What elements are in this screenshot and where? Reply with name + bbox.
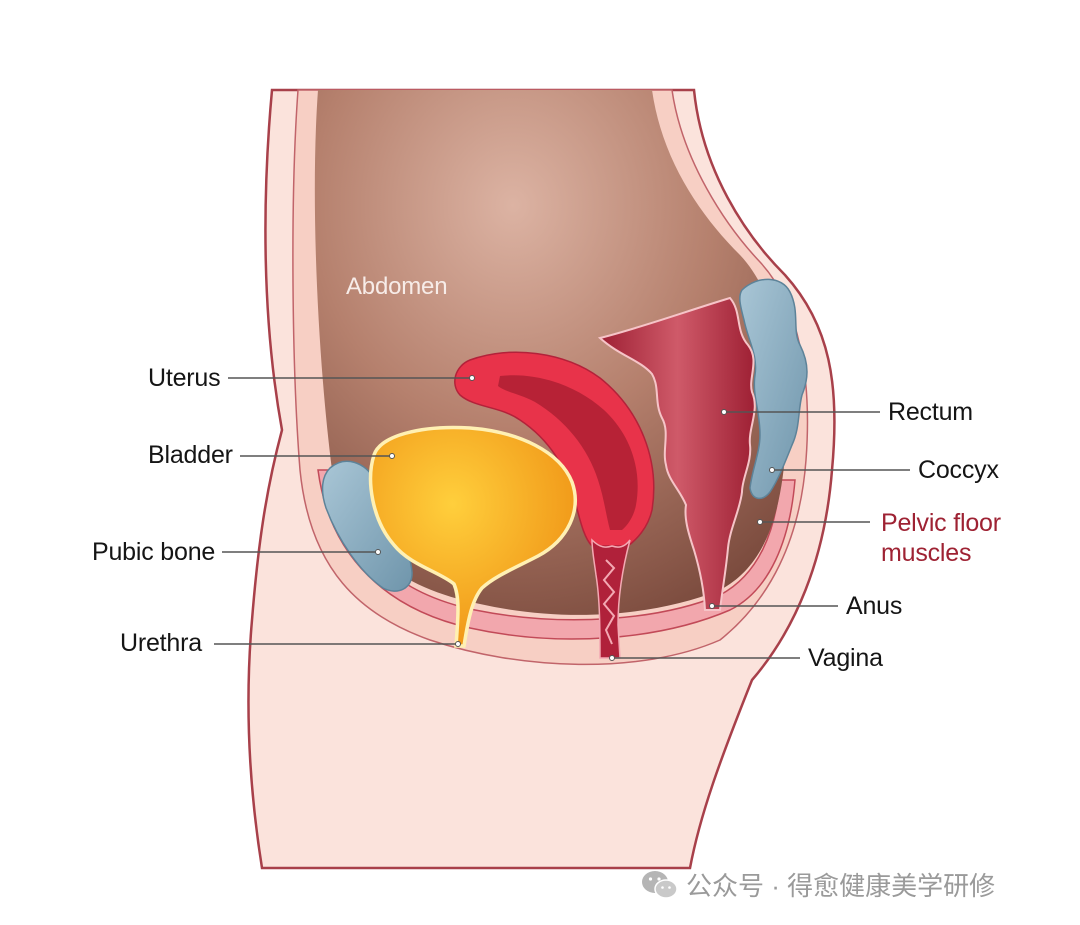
watermark: 公众号 · 得愈健康美学研修 <box>640 866 995 903</box>
leader-lines <box>214 377 910 659</box>
label-pelvic-floor-muscles: Pelvic floor muscles <box>881 508 1001 568</box>
leader-dots <box>375 375 775 661</box>
label-coccyx: Coccyx <box>918 456 999 484</box>
uterus-inner <box>498 375 638 530</box>
label-anus: Anus <box>846 592 903 620</box>
label-urethra: Urethra <box>120 629 202 657</box>
label-pubic-bone: Pubic bone <box>92 538 216 566</box>
label-abdomen: Abdomen <box>346 273 448 300</box>
label-bladder: Bladder <box>148 441 233 469</box>
rectum-shape <box>597 296 756 611</box>
watermark-text: 公众号 · 得愈健康美学研修 <box>686 871 996 901</box>
label-uterus: Uterus <box>148 364 221 392</box>
vagina-shape <box>591 538 631 659</box>
bladder-shape <box>368 425 577 648</box>
coccyx-shape <box>739 278 808 500</box>
label-pelvic-floor-line1: Pelvic floor <box>881 509 1001 537</box>
label-rectum: Rectum <box>888 398 973 426</box>
wechat-icon <box>642 870 678 899</box>
vagina-folds <box>602 559 616 645</box>
label-pelvic-floor-line2: muscles <box>881 539 972 567</box>
label-vagina: Vagina <box>808 644 883 672</box>
